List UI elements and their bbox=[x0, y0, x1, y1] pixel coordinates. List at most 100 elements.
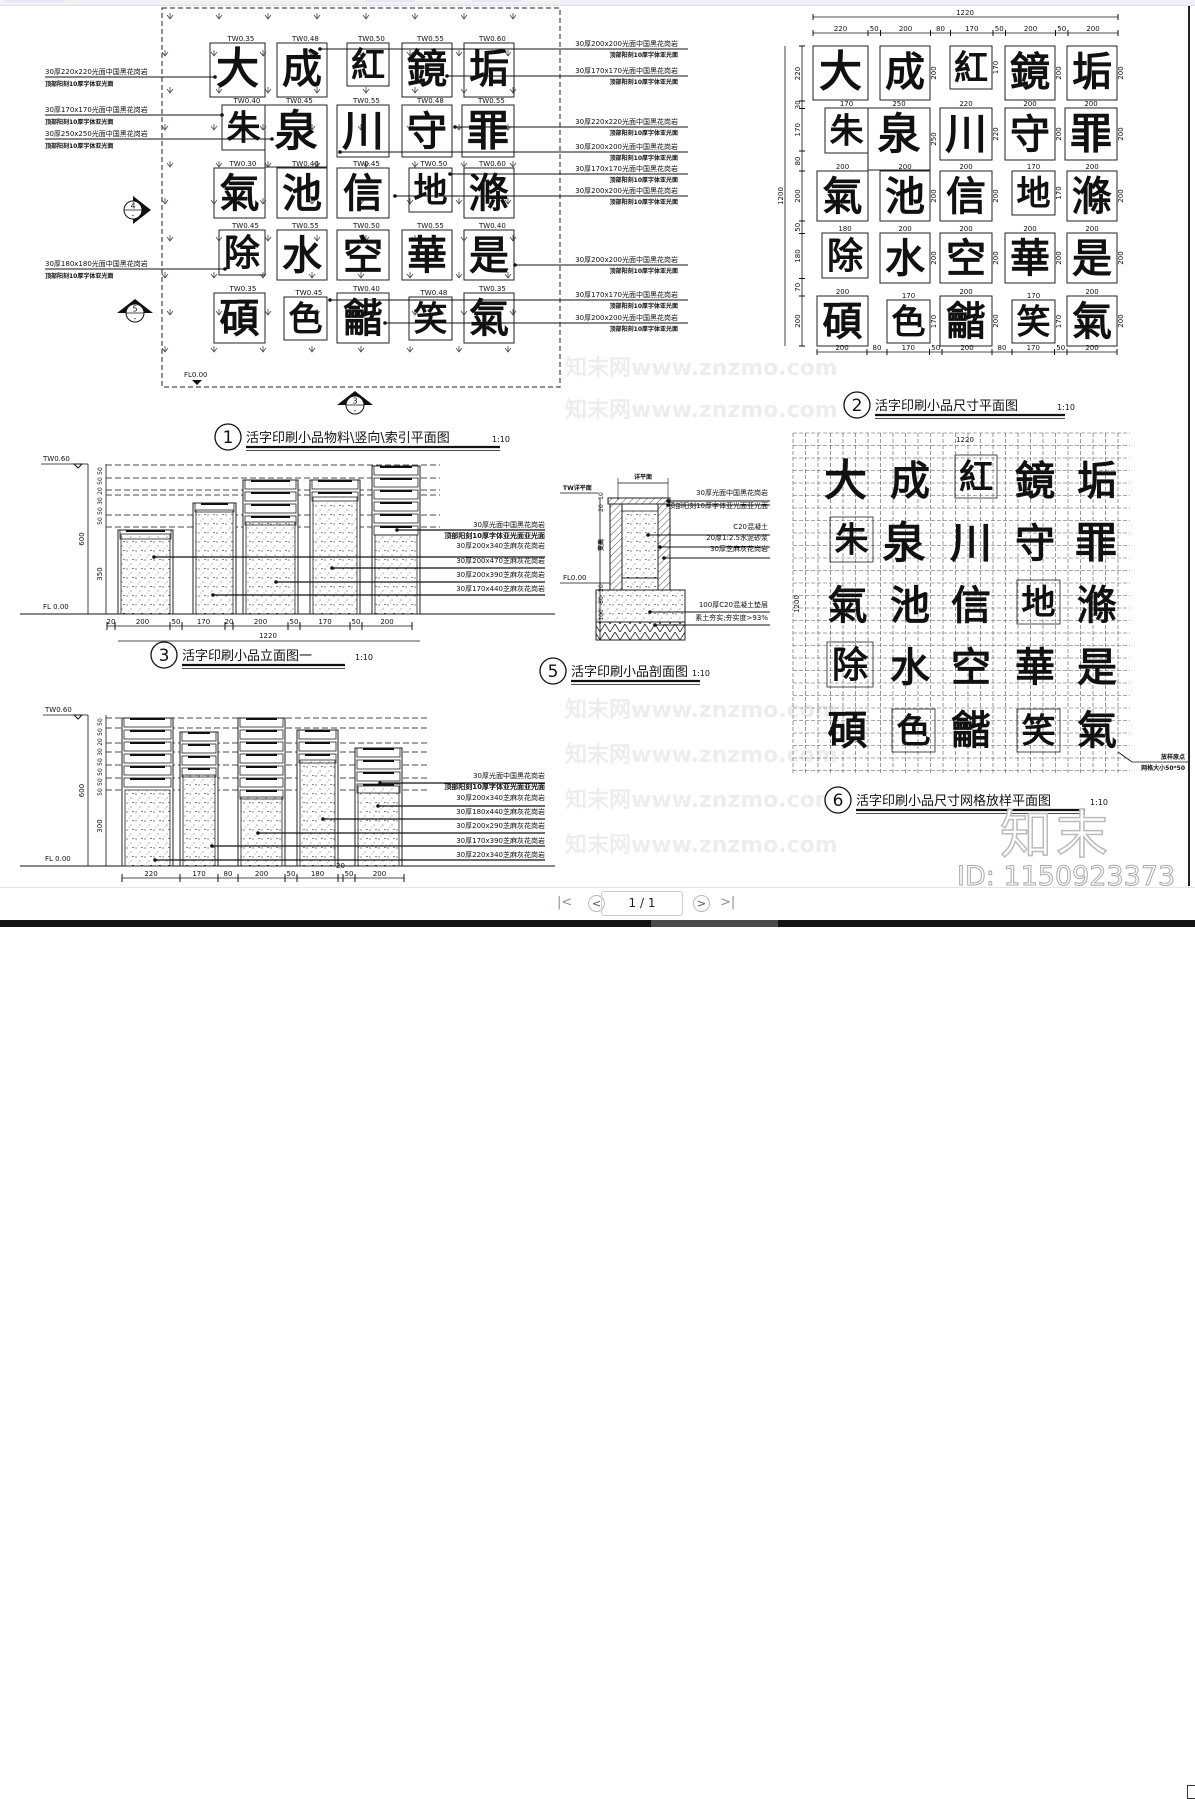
dimension-label: 50 bbox=[97, 728, 104, 736]
compacted-soil bbox=[595, 621, 686, 641]
material-label: 顶部阳刻10厚字体亚光面 bbox=[610, 78, 678, 86]
dimension-label: 20 bbox=[225, 618, 234, 626]
glyph-stone-outline bbox=[346, 42, 390, 87]
page-edge bbox=[1188, 6, 1190, 886]
dimension-label: 200 bbox=[899, 25, 912, 33]
glyph-stone-outline bbox=[218, 229, 266, 276]
dimension-label: 80 bbox=[224, 870, 233, 878]
plan1-tw-level: TW0.45 bbox=[352, 160, 380, 168]
dimension-label: 30 bbox=[97, 748, 104, 756]
panel-toggle-icon[interactable] bbox=[1187, 1785, 1195, 1799]
tab[interactable] bbox=[472, 0, 522, 2]
plan1-glyph: 守 bbox=[407, 108, 447, 155]
last-page-icon[interactable]: >| bbox=[720, 895, 736, 910]
plan6-glyph: 氣 bbox=[828, 582, 868, 629]
drawing-scale: 1:10 bbox=[692, 669, 710, 678]
leader-dot bbox=[330, 566, 334, 570]
plan2-glyph: 守 bbox=[1010, 111, 1050, 158]
material-label: 30厚200x200光面中国黑花岗岩 bbox=[575, 39, 678, 48]
material-label: 30厚200x290芝麻灰花岗岩 bbox=[456, 821, 545, 830]
plan1-glyph: 空 bbox=[343, 232, 383, 279]
stone-block-body bbox=[195, 509, 234, 615]
plan6-glyph: 龤 bbox=[951, 707, 991, 754]
glyph-stone-outline bbox=[264, 104, 328, 168]
next-page-icon[interactable]: > bbox=[693, 895, 710, 912]
drainage-arrow-icon bbox=[504, 50, 512, 57]
dimension-label: 600 bbox=[78, 784, 86, 797]
dimension-label: 50 bbox=[97, 718, 104, 726]
leader-dot bbox=[666, 503, 670, 507]
previous-page-icon[interactable]: < bbox=[588, 895, 605, 912]
plan2-glyph: 川 bbox=[945, 110, 987, 159]
stone-block-body bbox=[124, 789, 171, 867]
drainage-arrow-icon bbox=[509, 235, 517, 242]
plan6-glyph: 碩 bbox=[828, 707, 868, 754]
drainage-arrow-icon bbox=[362, 235, 370, 242]
material-label: 30厚170x170光面中国黑花岗岩 bbox=[575, 290, 678, 299]
glyph-stone-outline bbox=[401, 229, 453, 281]
page-navigation-bar: |< < 1 / 1 > >| bbox=[0, 887, 1195, 1799]
dimension-label: 350 bbox=[96, 567, 104, 580]
glyph-size-label: 200 bbox=[992, 189, 1000, 202]
glyph-stone-outline bbox=[401, 104, 453, 158]
leader-dot bbox=[270, 137, 274, 141]
drainage-arrow-icon bbox=[406, 124, 414, 131]
glyph-size-label: 170 bbox=[1027, 292, 1040, 300]
dimension-label: 200 bbox=[1024, 25, 1037, 33]
horizontal-scrollbar-thumb[interactable] bbox=[651, 919, 778, 927]
watermark-id: ID: 1150923373 bbox=[956, 861, 1176, 892]
dimension-label: 80 bbox=[598, 596, 605, 604]
material-label: 30厚170x390芝麻灰花岗岩 bbox=[456, 836, 545, 845]
glyph-size-label: 200 bbox=[959, 288, 972, 296]
glyph-size-label: 200 bbox=[898, 225, 911, 233]
drainage-arrow-icon bbox=[509, 309, 517, 316]
glyph-stone-outline bbox=[816, 170, 869, 222]
title-number: 3 bbox=[159, 646, 170, 666]
dimension-label: 30 bbox=[97, 497, 104, 505]
leader-dot bbox=[445, 74, 449, 78]
dimension-label: 220 bbox=[794, 67, 802, 80]
stone-block-body bbox=[374, 534, 418, 615]
page-number-input[interactable]: 1 / 1 bbox=[601, 891, 683, 916]
drainage-arrow-icon bbox=[161, 50, 169, 57]
material-label: 顶部阳刻10厚字体亚光面亚光面 bbox=[444, 782, 545, 791]
glyph-stone-outline bbox=[1064, 107, 1118, 161]
leader-dot bbox=[321, 817, 325, 821]
glyph-size-label: 200 bbox=[1084, 100, 1097, 108]
glyph-stone-outline bbox=[1004, 107, 1056, 161]
plan1-glyph: 鏡 bbox=[407, 46, 447, 93]
glyph-stone-outline bbox=[336, 167, 390, 219]
glyph-size-label: 200 bbox=[930, 189, 938, 202]
dimension-label: 170 bbox=[902, 344, 915, 352]
plan2-glyph: 滌 bbox=[1072, 173, 1112, 220]
tab[interactable] bbox=[365, 0, 415, 2]
glyph-size-label: 250 bbox=[930, 132, 938, 145]
dimension-label: 20 bbox=[97, 738, 104, 746]
plan6-glyph: 紅 bbox=[959, 457, 993, 497]
plan6-glyph: 水 bbox=[890, 644, 931, 691]
plan1-tw-level: TW0.35 bbox=[227, 35, 255, 43]
tab[interactable] bbox=[5, 0, 65, 2]
dimension-label: 200 bbox=[380, 618, 393, 626]
first-page-icon[interactable]: |< bbox=[557, 895, 573, 910]
material-label: 30厚光面中国黑花岗岩 bbox=[696, 488, 768, 497]
plan2-glyph: 氣 bbox=[823, 173, 863, 220]
dimension-label: 50 bbox=[97, 507, 104, 515]
glyph-stone-outline bbox=[1066, 232, 1118, 284]
material-label: 30厚200x200光面中国黑花岗岩 bbox=[575, 186, 678, 195]
dimension-label: 50 bbox=[97, 778, 104, 786]
glyph-size-label: 200 bbox=[1085, 288, 1098, 296]
watermark-text: 知末网www.znzmo.com bbox=[565, 788, 838, 813]
glyph-size-label: 180 bbox=[838, 225, 851, 233]
plan1-tw-level: TW0.60 bbox=[478, 160, 506, 168]
title-number-circle bbox=[539, 657, 567, 685]
drainage-arrow-icon bbox=[166, 235, 174, 242]
glyph-size-label: 200 bbox=[1055, 251, 1063, 264]
horizontal-scrollbar-track[interactable] bbox=[0, 919, 1195, 927]
plan2-glyph: 碩 bbox=[823, 298, 863, 345]
dimension-label: 170 bbox=[318, 618, 331, 626]
drainage-arrow-icon bbox=[161, 272, 169, 279]
drainage-arrow-icon bbox=[357, 198, 365, 205]
dimension-label: 180 bbox=[311, 870, 324, 878]
plan1-glyph: 紅 bbox=[351, 45, 385, 85]
